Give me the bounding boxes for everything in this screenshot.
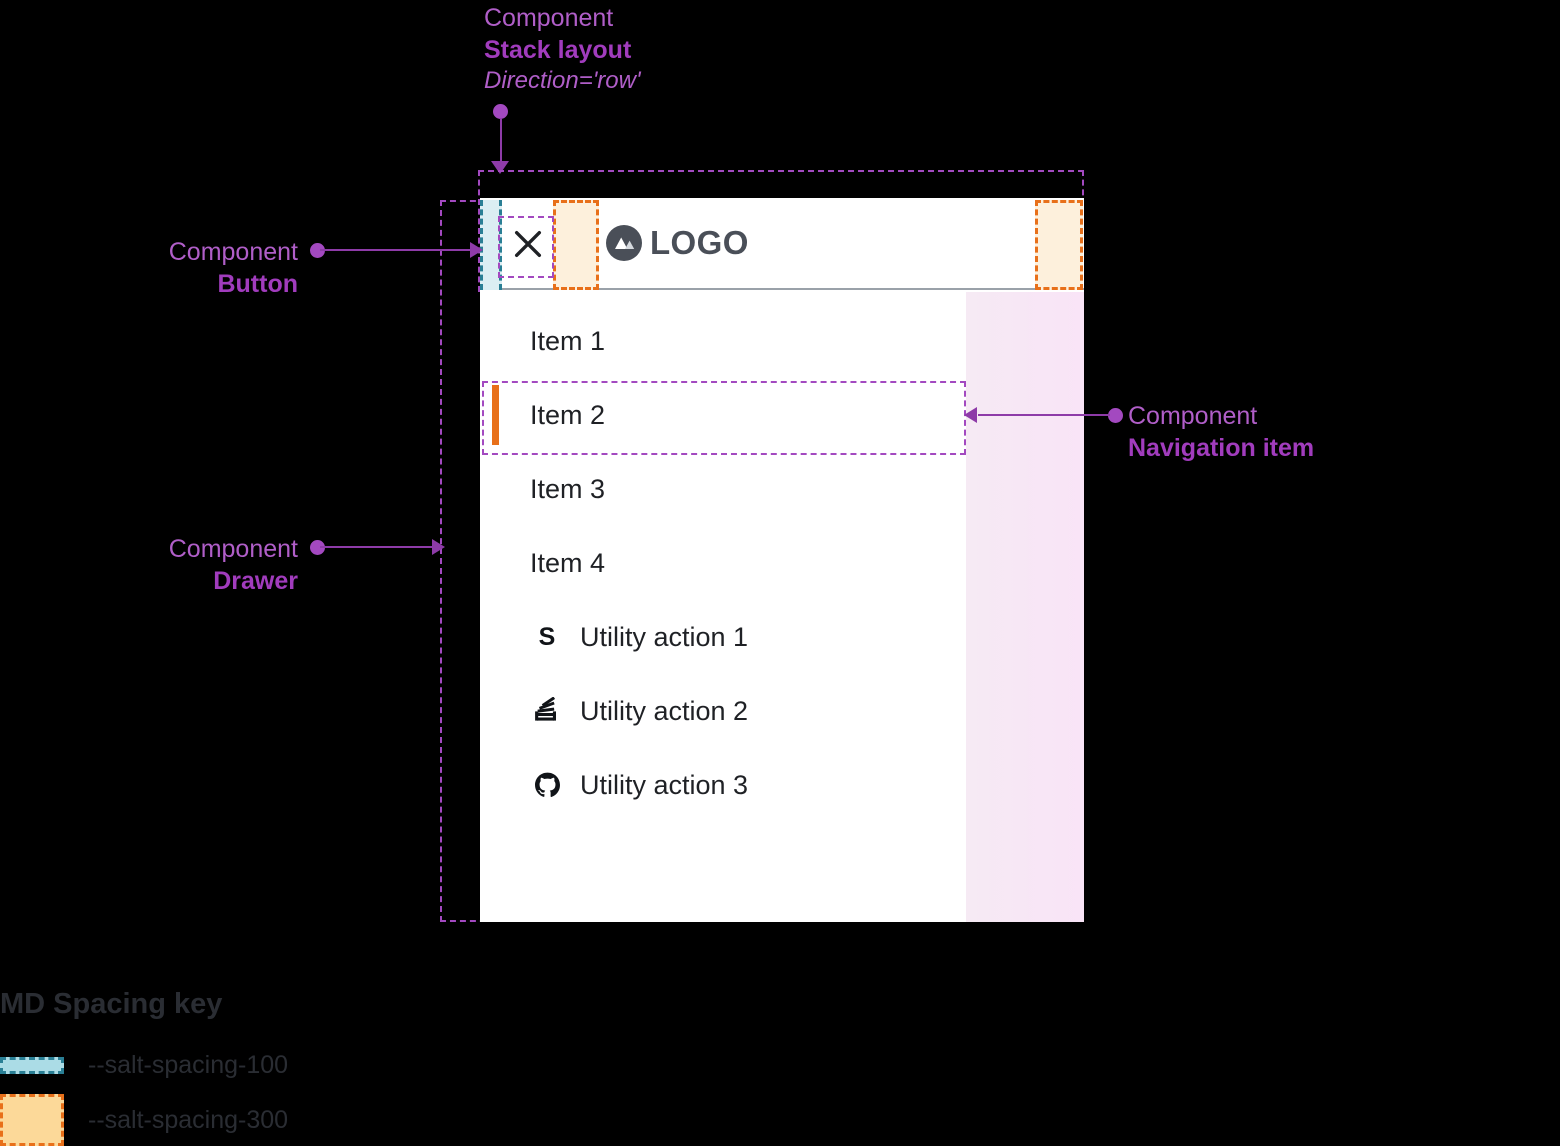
outline-navigation-item [482,381,966,455]
connector-arrow-drawer [432,539,445,555]
nav-item-2[interactable]: Item 2 [480,378,1084,452]
annotation-kind: Component [484,4,614,32]
connector-dot-navigation-item [1108,408,1123,423]
annotation-kind: Component [168,238,298,266]
connector-line-stack-layout [500,118,502,166]
utility-action-label: Utility action 3 [580,769,749,800]
connector-dot-drawer [310,540,325,555]
close-button[interactable] [502,218,554,270]
annotation-kind: Component [1128,402,1258,430]
connector-arrow-navigation-item [964,407,977,423]
drawer-panel: LOGO Item 1 Item 2 Item 3 Item 4 S [480,198,1084,922]
spacing-swatch-100 [0,1057,64,1074]
utility-action-2[interactable]: Utility action 2 [480,674,1084,748]
connector-arrow-button [470,242,483,258]
annotation-button: Component Button [110,236,298,300]
nav-item-label: Item 3 [530,473,606,504]
storybook-icon: S [532,622,562,652]
spacing-key-entry-300: --salt-spacing-300 [0,1094,288,1146]
spacing-band-after-close-300 [553,200,599,290]
connector-dot-stack-layout [493,104,508,119]
annotation-prop: Direction='row' [484,67,641,94]
utility-action-1[interactable]: S Utility action 1 [480,600,1084,674]
logo-text: LOGO [650,224,749,261]
nav-item-label: Item 2 [530,399,606,430]
annotation-drawer: Component Drawer [110,533,298,597]
github-icon [532,770,562,800]
annotation-name: Button [217,270,298,298]
spacing-token-label: --salt-spacing-100 [88,1051,289,1079]
mountain-logo-icon [606,225,642,261]
utility-action-3[interactable]: Utility action 3 [480,748,1084,822]
connector-line-button [320,249,472,251]
annotation-kind: Component [168,535,298,563]
annotation-name: Stack layout [484,36,632,64]
connector-line-navigation-item [978,414,1110,416]
connector-dot-button [310,243,325,258]
nav-item-4[interactable]: Item 4 [480,526,1084,600]
spacing-band-right-300 [1035,200,1083,290]
nav-item-1[interactable]: Item 1 [480,304,1084,378]
spacing-token-label: --salt-spacing-300 [88,1105,289,1134]
close-icon [511,227,545,261]
navigation-list: Item 1 Item 2 Item 3 Item 4 S Utility ac… [480,290,1084,822]
outline-close-button [498,216,554,278]
spacing-swatch-300 [0,1094,64,1146]
spacing-key-title: MD Spacing key [0,988,223,1020]
annotation-stack-layout: Component Stack layout Direction='row' [484,2,641,97]
nav-item-3[interactable]: Item 3 [480,452,1084,526]
annotation-name: Drawer [213,567,298,595]
annotation-navigation-item: Component Navigation item [1128,400,1314,464]
spacing-key-entry-100: --salt-spacing-100 [0,1051,288,1079]
utility-action-label: Utility action 1 [580,621,749,652]
svg-text:S: S [539,623,556,651]
utility-action-label: Utility action 2 [580,695,749,726]
nav-item-label: Item 1 [530,325,606,356]
connector-line-drawer [320,546,434,548]
annotation-name: Navigation item [1128,434,1315,462]
stackoverflow-icon [532,696,562,726]
logo: LOGO [606,224,749,262]
nav-item-label: Item 4 [530,547,606,578]
